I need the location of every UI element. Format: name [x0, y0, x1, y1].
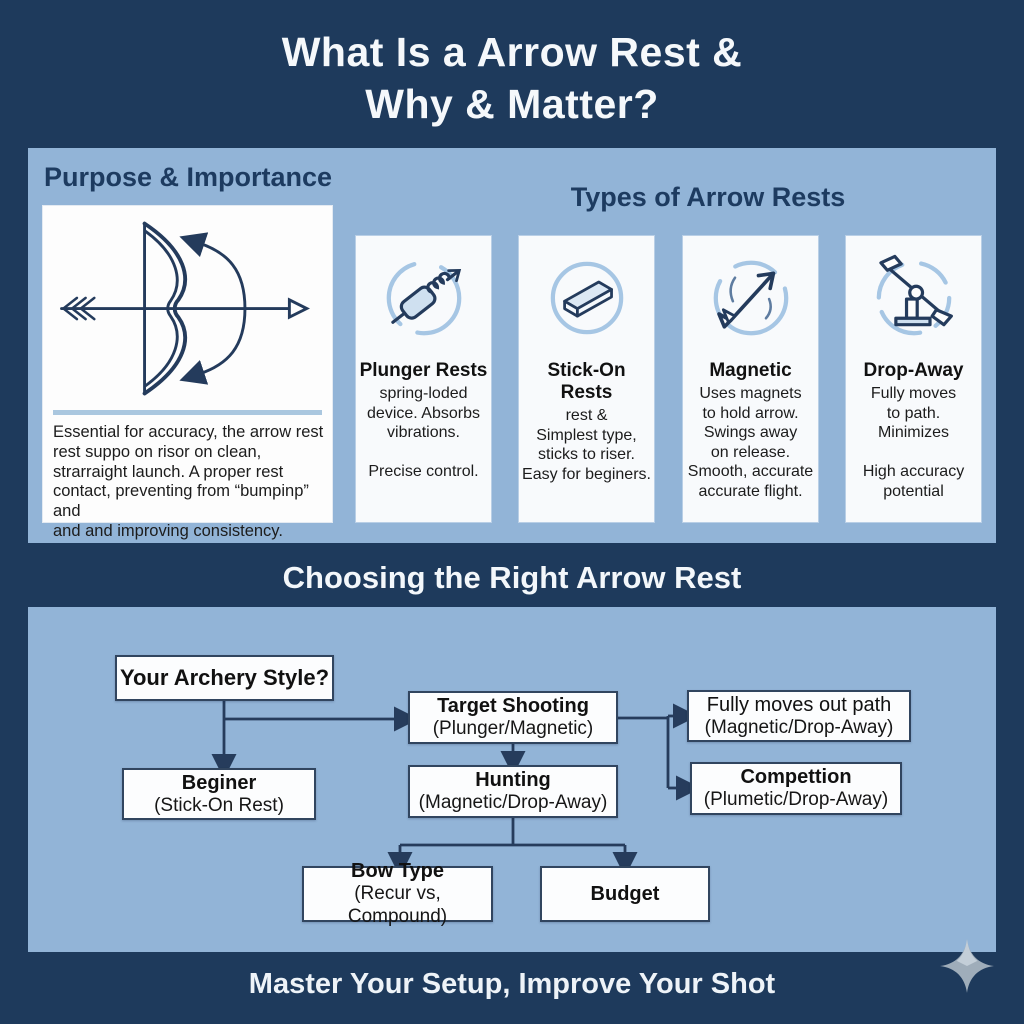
title-block: What Is a Arrow Rest & Why & Matter?	[0, 26, 1024, 131]
card-description: Fully moves to path. Minimizes High accu…	[862, 385, 965, 500]
main-title-line1: What Is a Arrow Rest &	[281, 29, 743, 75]
plunger-rest-icon	[386, 260, 461, 336]
flow-node-title: Bow Type	[351, 860, 444, 883]
type-card-magnetic: Magnetic Uses magnets to hold arrow. Swi…	[682, 235, 819, 523]
flow-node-budget: Budget	[540, 866, 710, 922]
flow-node-target-shooting: Target Shooting (Plunger/Magnetic)	[408, 691, 618, 744]
type-card-plunger: Plunger Rests spring-loded device. Absor…	[355, 235, 492, 523]
footer-tagline: Master Your Setup, Improve Your Shot	[248, 968, 776, 1000]
purpose-heading: Purpose & Importance	[44, 162, 333, 192]
flow-node-archery-style: Your Archery Style?	[115, 655, 334, 701]
flow-node-title: Target Shooting	[437, 695, 589, 718]
magnetic-arrow-icon	[713, 260, 788, 336]
main-title-line2: Why & Matter?	[365, 81, 659, 128]
flow-node-title: Fully moves out path	[706, 693, 892, 716]
type-card-stick-on: Stick-On Rests rest & Simplest type, sti…	[518, 235, 655, 523]
card-title: Drop-Away	[863, 360, 964, 381]
purpose-description: Essential for accuracy, the arrow rest r…	[53, 423, 324, 540]
flow-node-subtitle: (Magnetic/Drop-Away)	[418, 792, 608, 814]
flow-node-title: Compettion	[740, 766, 852, 789]
flow-node-subtitle: (Plumetic/Drop-Away)	[703, 789, 889, 811]
flow-node-subtitle: (Plunger/Magnetic)	[432, 718, 594, 740]
card-description: Uses magnets to hold arrow. Swings away …	[687, 385, 814, 500]
types-heading: Types of Arrow Rests	[570, 182, 846, 212]
purpose-and-types-panel: Purpose & Importance	[28, 148, 996, 543]
flowchart-connectors	[211, 701, 701, 877]
flow-node-bow-type: Bow Type (Recur vs, Compound)	[302, 860, 493, 927]
drop-away-mechanism-icon	[876, 254, 953, 336]
card-description: spring-loded device. Absorbs vibrations.…	[367, 385, 480, 481]
flow-node-subtitle: (Recur vs, Compound)	[347, 883, 448, 927]
flow-node-beginner: Beginer (Stick-On Rest)	[122, 768, 316, 820]
choosing-heading: Choosing the Right Arrow Rest	[282, 560, 742, 595]
flowchart-panel: Your Archery Style? Target Shooting (Plu…	[28, 607, 996, 952]
sparkle-icon	[940, 939, 994, 993]
flow-node-subtitle: (Stick-On Rest)	[154, 794, 284, 816]
type-card-drop-away: Drop-Away Fully moves to path. Minimizes…	[845, 235, 982, 523]
flow-node-title: Hunting	[475, 769, 551, 792]
flow-node-competition: Compettion (Plumetic/Drop-Away)	[690, 762, 902, 815]
flow-node-title: Beginer	[181, 771, 257, 794]
card-title: Stick-On Rests	[547, 360, 626, 403]
card-description: rest & Simplest type, sticks to riser. E…	[522, 407, 651, 483]
card-title: Magnetic	[709, 360, 792, 381]
flow-node-subtitle: (Magnetic/Drop-Away)	[704, 716, 894, 738]
flow-node-fully-moves-out-path: Fully moves out path (Magnetic/Drop-Away…	[687, 690, 911, 742]
card-title: Plunger Rests	[359, 360, 488, 381]
flow-node-title: Your Archery Style?	[119, 664, 330, 690]
purpose-diagram-box: Essential for accuracy, the arrow rest r…	[42, 205, 333, 540]
flow-node-hunting: Hunting (Magnetic/Drop-Away)	[408, 765, 618, 818]
flow-node-title: Budget	[590, 883, 660, 905]
stick-on-pad-icon	[550, 261, 623, 335]
divider-line	[53, 410, 322, 415]
bow-and-arrow-diagram	[59, 221, 310, 396]
